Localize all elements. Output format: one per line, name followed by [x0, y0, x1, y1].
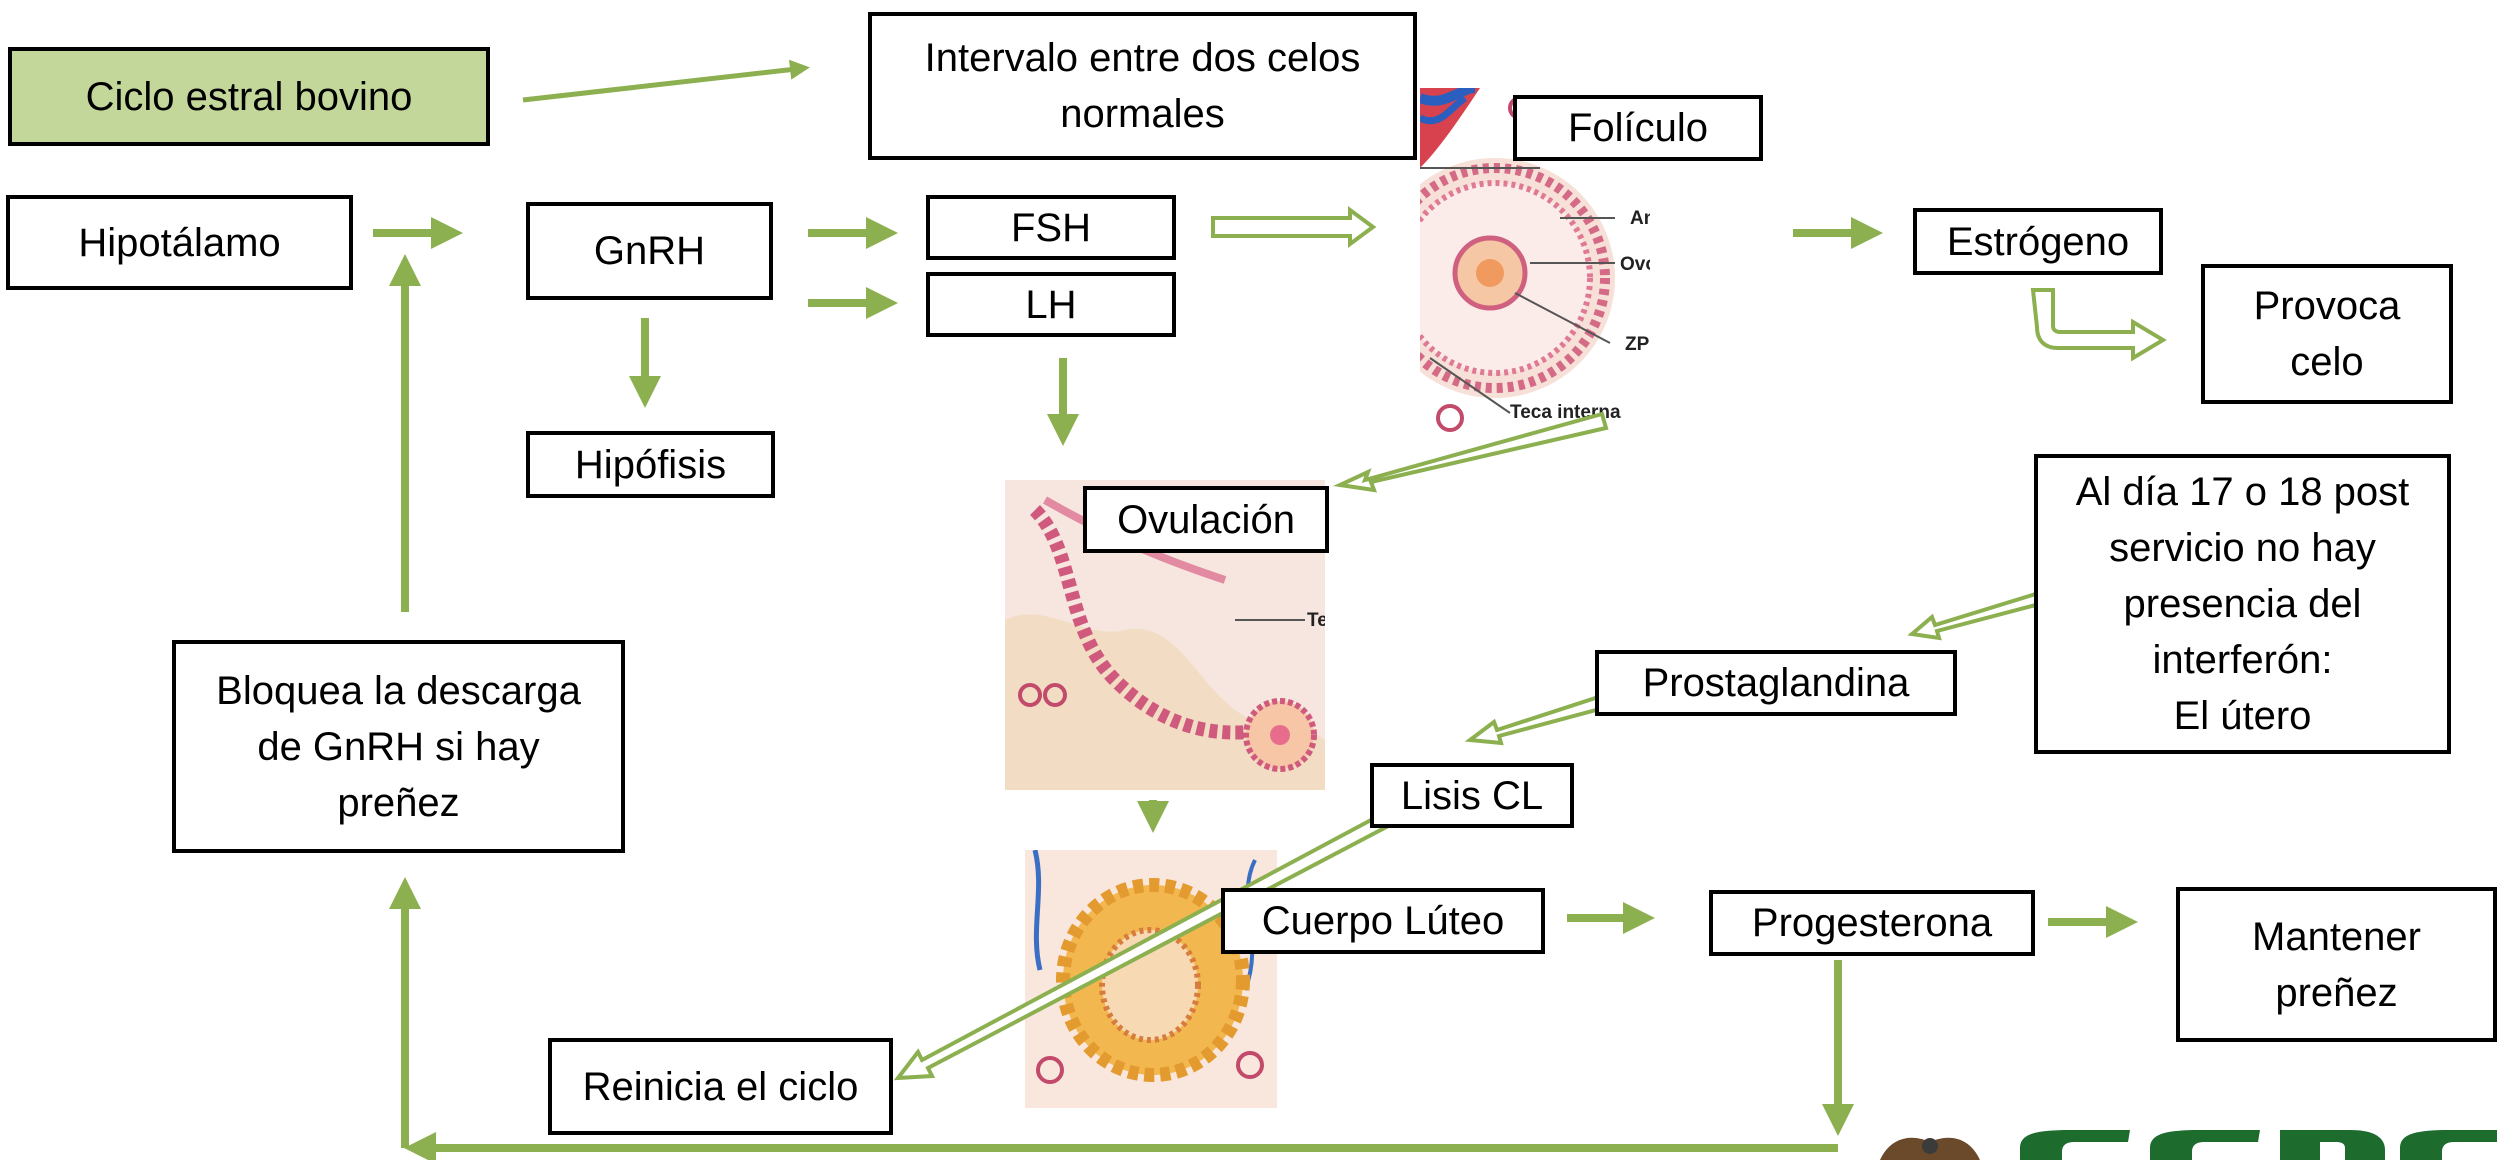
- node-bloquea: Bloquea la descarga de GnRH si hay preñe…: [172, 640, 625, 853]
- node-gnrh: GnRH: [526, 202, 773, 300]
- node-cuerpo-luteo: Cuerpo Lúteo: [1221, 888, 1545, 954]
- diagram-title: Ciclo estral bovino: [8, 47, 490, 146]
- node-fsh: FSH: [926, 195, 1176, 260]
- ovulation-label-fragment: Te: [1307, 610, 1325, 631]
- institution-logo: [1870, 1128, 2497, 1160]
- hollow-arrow-foliculo-to-ovulacion: [1333, 411, 1609, 493]
- node-provoca-celo: Provoca celo: [2201, 264, 2453, 404]
- node-interferon: Al día 17 o 18 post servicio no hay pres…: [2034, 454, 2451, 754]
- hollow-arrow-lisis-to-reinicia: [893, 809, 1395, 1081]
- node-lh: LH: [926, 272, 1176, 337]
- node-reinicia-ciclo: Reinicia el ciclo: [548, 1038, 893, 1135]
- hollow-arrow-fsh-to-foliculo: [1211, 206, 1377, 248]
- node-hipofisis: Hipófisis: [526, 431, 775, 498]
- hollow-arrow-estrogeno-to-celo: [2030, 288, 2167, 362]
- definition-box: Intervalo entre dos celos normales: [868, 12, 1417, 160]
- node-lisis-cl: Lisis CL: [1370, 763, 1574, 828]
- node-ovulacion: Ovulación: [1083, 486, 1329, 553]
- node-hipotalamo: Hipotálamo: [6, 195, 353, 290]
- arrow-title-to-definition: [522, 59, 810, 103]
- node-mantener-prenez: Mantener preñez: [2176, 887, 2497, 1042]
- node-foliculo: Folículo: [1513, 95, 1763, 161]
- node-estrogeno: Estrógeno: [1913, 208, 2163, 275]
- follicle-label-ovocito: Ovocito: [1620, 254, 1650, 275]
- node-progesterona: Progesterona: [1709, 890, 2035, 956]
- follicle-label-antro: Antro: [1630, 208, 1650, 229]
- follicle-label-zp: ZP: [1625, 334, 1650, 355]
- node-prostaglandina: Prostaglandina: [1595, 650, 1957, 716]
